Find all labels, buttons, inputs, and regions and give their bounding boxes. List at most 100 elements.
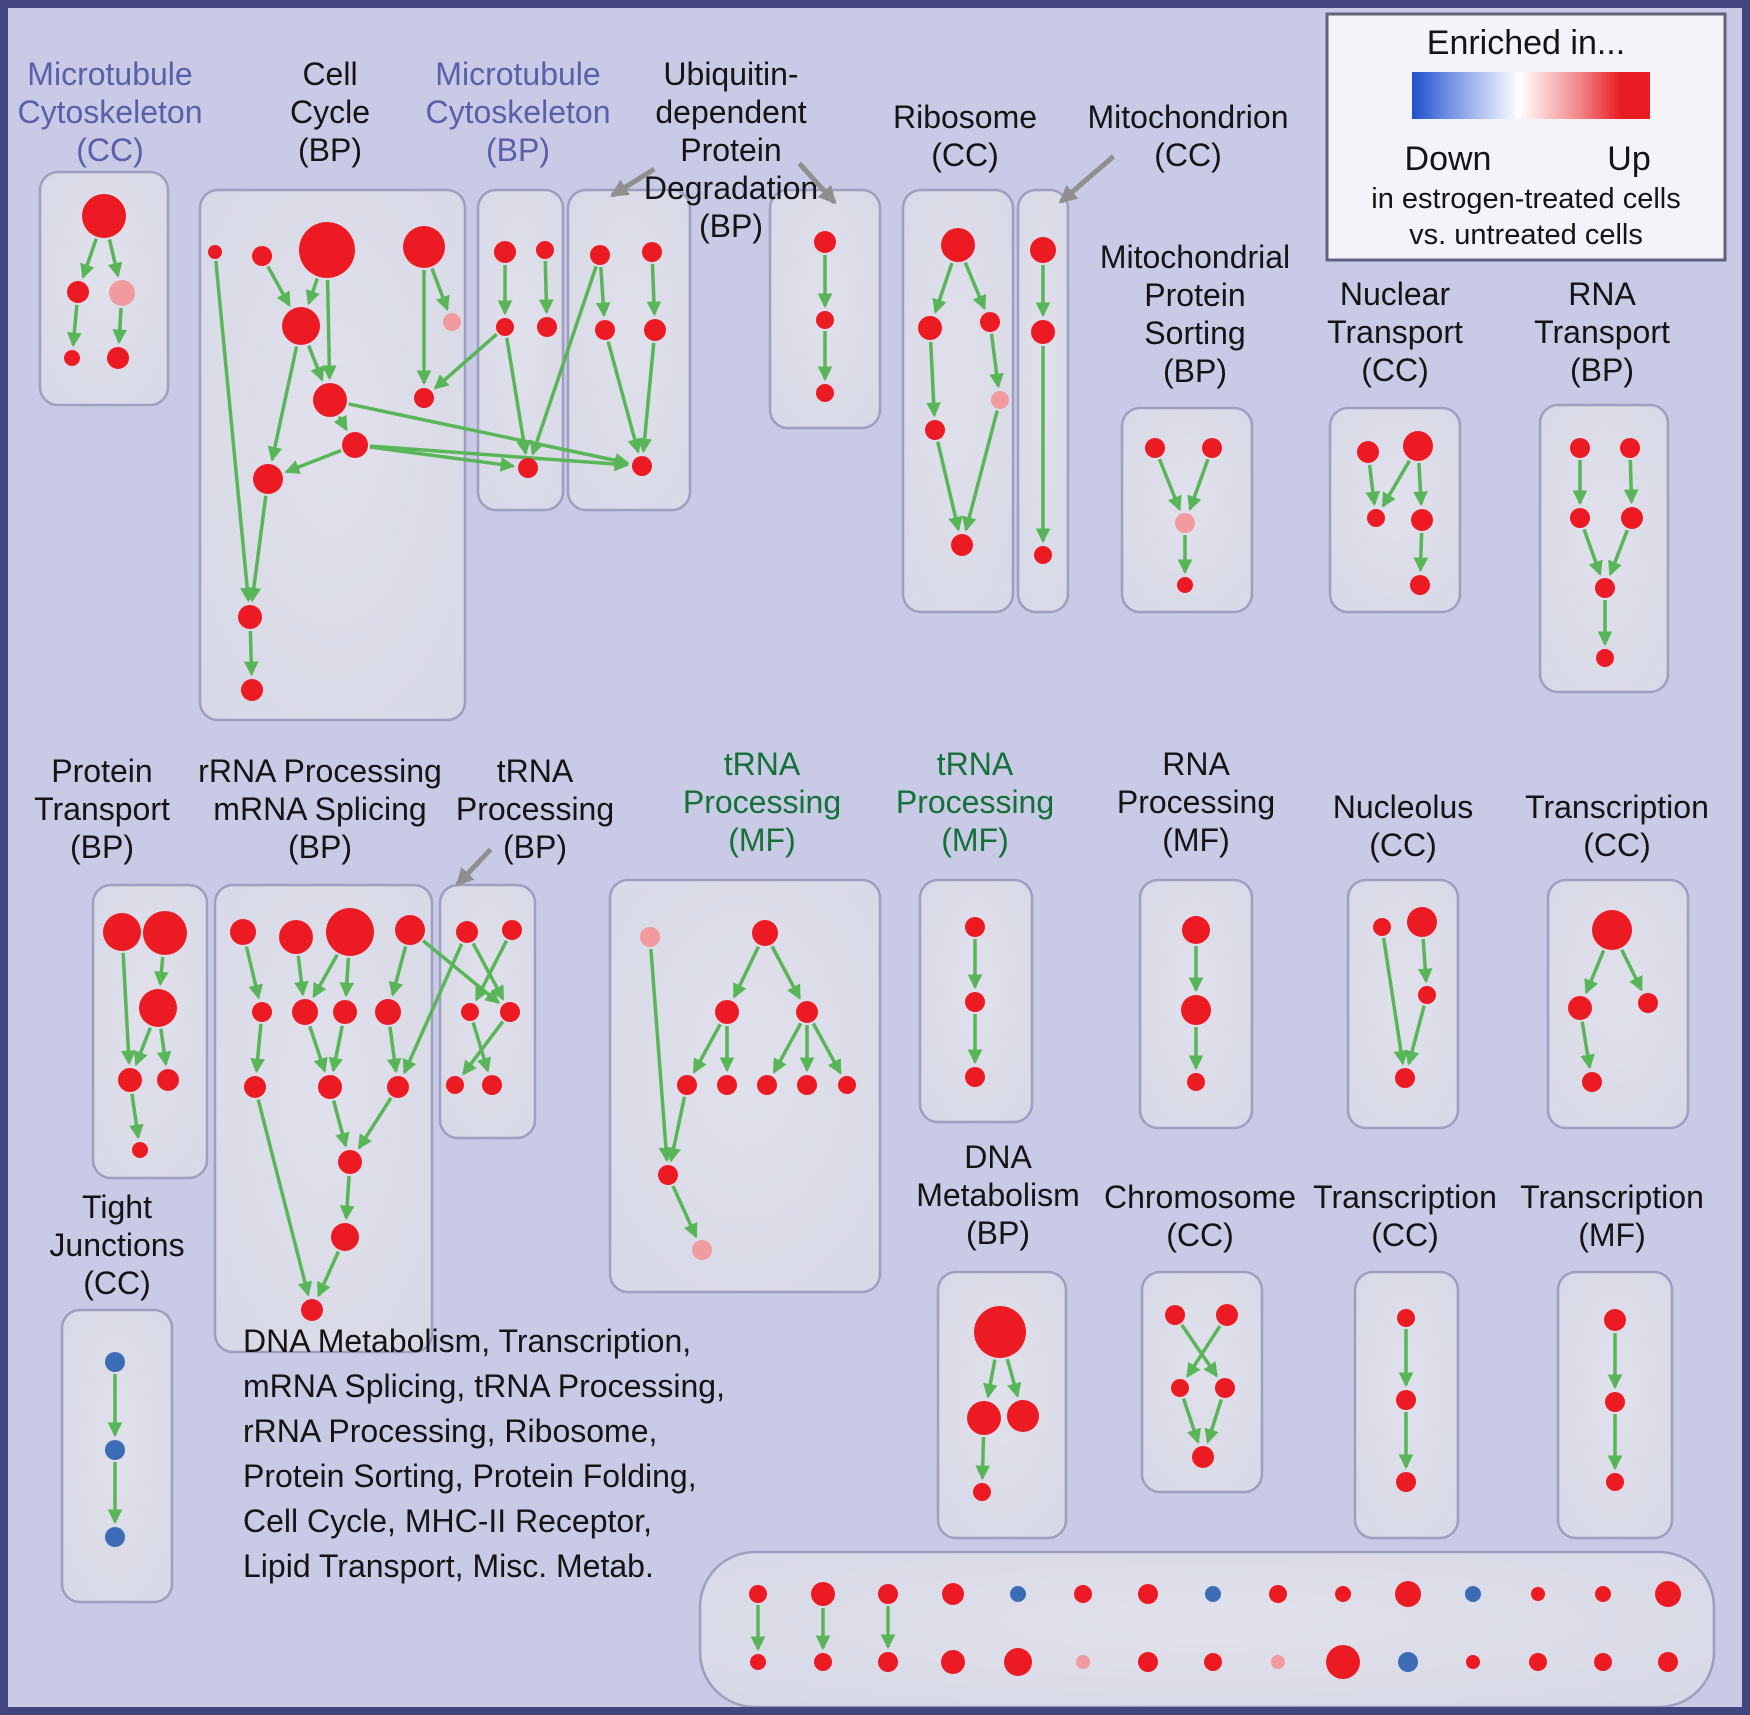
go-term-node bbox=[403, 226, 445, 268]
go-term-node bbox=[1604, 1309, 1626, 1331]
edge-arrow bbox=[772, 1022, 803, 1074]
go-term-node bbox=[632, 456, 652, 476]
edge-arrow bbox=[1413, 532, 1429, 573]
edge-arrow bbox=[1187, 458, 1210, 511]
edge-arrow bbox=[250, 1023, 265, 1074]
cluster-label-mitochondrion-cc: Mitochondrion(CC) bbox=[1088, 99, 1289, 173]
go-term-node bbox=[1465, 1586, 1481, 1602]
go-term-node bbox=[139, 989, 177, 1027]
go-term-node bbox=[282, 307, 320, 345]
edge-arrow bbox=[811, 1022, 842, 1075]
go-term-node bbox=[241, 679, 263, 701]
edge-arrow bbox=[1181, 1397, 1201, 1444]
go-term-node bbox=[811, 1582, 835, 1606]
go-term-node bbox=[1621, 507, 1643, 529]
go-term-node bbox=[253, 464, 283, 494]
go-term-node bbox=[326, 908, 374, 956]
edge-arrow bbox=[471, 1022, 492, 1073]
go-term-node bbox=[1592, 910, 1632, 950]
go-term-node bbox=[816, 311, 834, 329]
edge-arrow bbox=[433, 332, 498, 390]
go-term-node bbox=[749, 1585, 767, 1603]
edge-arrow bbox=[926, 341, 941, 418]
edge-arrow bbox=[1005, 1358, 1022, 1398]
go-term-node bbox=[64, 350, 80, 366]
go-term-node bbox=[1594, 1653, 1612, 1671]
legend-subtitle-line1: in estrogen-treated cells bbox=[1371, 183, 1681, 215]
go-term-node bbox=[797, 1075, 817, 1095]
edge-arrow bbox=[305, 277, 320, 306]
go-term-node bbox=[1466, 1655, 1480, 1669]
edge-arrow bbox=[1417, 938, 1433, 984]
edge-arrow bbox=[369, 444, 630, 472]
go-term-node bbox=[750, 1654, 766, 1670]
edge-arrow bbox=[339, 1175, 355, 1221]
go-term-node bbox=[1357, 441, 1379, 463]
go-term-node bbox=[157, 1069, 179, 1091]
go-term-node bbox=[642, 242, 662, 262]
legend-title: Enriched in... bbox=[1427, 24, 1625, 62]
edge-arrow bbox=[402, 943, 464, 1075]
go-term-node bbox=[230, 919, 256, 945]
go-term-node bbox=[965, 992, 985, 1012]
go-term-node bbox=[1605, 1392, 1625, 1412]
legend-down-label: Down bbox=[1405, 140, 1492, 178]
go-term-node bbox=[692, 1240, 712, 1260]
go-term-node bbox=[1205, 1586, 1221, 1602]
go-term-node bbox=[715, 1000, 739, 1024]
edge-arrow bbox=[1365, 464, 1381, 507]
go-term-node bbox=[105, 1352, 125, 1372]
edge-arrow bbox=[1381, 459, 1411, 508]
go-term-node bbox=[1595, 1586, 1611, 1602]
go-term-node bbox=[118, 1068, 142, 1092]
edge-arrow bbox=[455, 847, 493, 887]
go-term-node bbox=[299, 222, 355, 278]
go-term-node bbox=[1403, 431, 1433, 461]
edge-arrow bbox=[244, 946, 263, 1000]
edge-arrow bbox=[983, 1359, 998, 1399]
edge-arrow bbox=[797, 161, 837, 205]
go-term-node bbox=[1570, 508, 1590, 528]
edge-arrow bbox=[1180, 1323, 1218, 1378]
go-term-node bbox=[814, 1653, 832, 1671]
edge-arrow bbox=[732, 945, 761, 999]
go-term-node bbox=[1335, 1586, 1351, 1602]
go-term-node bbox=[500, 1002, 520, 1022]
edge-arrow bbox=[348, 402, 630, 468]
cluster-box-rna-transport-bp bbox=[1538, 403, 1670, 694]
go-term-node bbox=[717, 1075, 737, 1095]
go-term-node bbox=[1010, 1586, 1026, 1602]
go-term-node bbox=[105, 1527, 125, 1547]
go-term-node bbox=[67, 281, 89, 303]
go-term-node bbox=[1031, 320, 1055, 344]
go-term-node bbox=[1192, 1446, 1214, 1468]
go-term-node bbox=[1269, 1585, 1287, 1603]
go-term-node bbox=[640, 927, 660, 947]
edge-arrow bbox=[333, 414, 348, 432]
edge-arrow bbox=[316, 1250, 341, 1298]
go-term-node bbox=[1568, 996, 1592, 1020]
go-term-node bbox=[301, 1299, 323, 1321]
go-term-node bbox=[752, 920, 778, 946]
go-term-node bbox=[941, 228, 975, 262]
go-term-node bbox=[1529, 1653, 1547, 1671]
go-term-node bbox=[1175, 513, 1195, 533]
go-term-node bbox=[1138, 1652, 1158, 1672]
go-term-node bbox=[1418, 986, 1436, 1004]
go-term-node bbox=[107, 347, 129, 369]
go-term-node bbox=[331, 1223, 359, 1251]
edge-arrow bbox=[1381, 937, 1409, 1066]
go-term-node bbox=[443, 313, 461, 331]
edge-arrow bbox=[331, 1100, 350, 1148]
cluster-label-transcription-cc-1: Transcription(CC) bbox=[1525, 789, 1709, 863]
go-term-node bbox=[1398, 1652, 1418, 1672]
go-term-node bbox=[1030, 237, 1056, 263]
edge-arrow bbox=[538, 260, 554, 315]
edge-arrow bbox=[133, 1026, 153, 1067]
go-term-node bbox=[338, 1150, 362, 1174]
